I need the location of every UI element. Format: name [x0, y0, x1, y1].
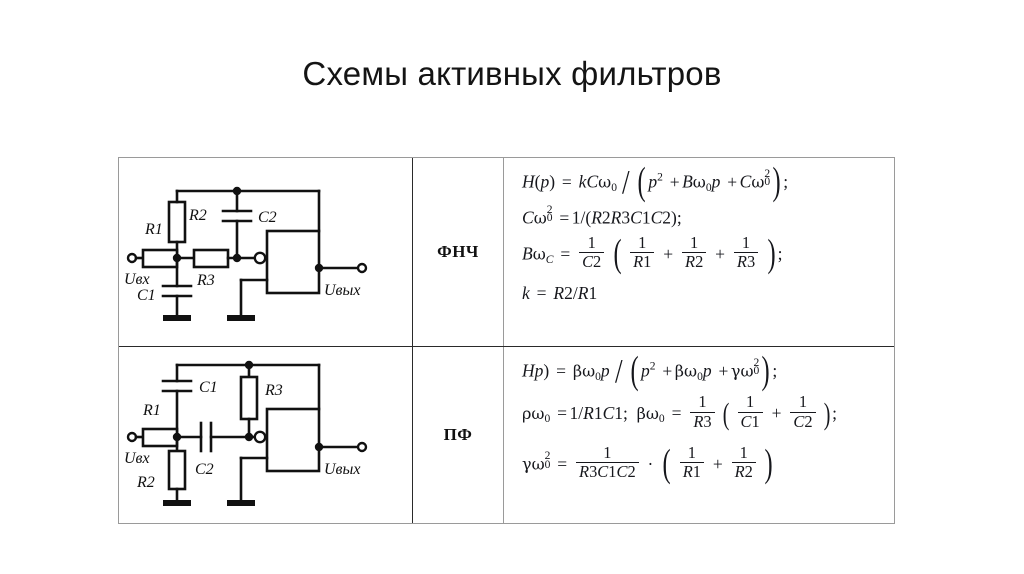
band-pass-filter-circuit: R1 C1 R3 C2 R2 Uвх Uвых [119, 347, 413, 523]
filter-type-cell-lpf: ФНЧ [413, 158, 504, 346]
component-label-r3: R3 [196, 272, 215, 289]
low-pass-filter-circuit: R1 R2 C2 R3 C1 Uвх Uвых [119, 158, 413, 346]
page-title: Схемы активных фильтров [302, 55, 722, 92]
output-terminal-label: Uвых [324, 282, 360, 299]
input-terminal-label: Uвх [124, 450, 150, 467]
component-label-r1: R1 [144, 221, 163, 238]
formula-gain-k: k = R2/R1 [522, 282, 598, 303]
lpf-schematic-drawing: R1 R2 C2 R3 C1 Uвх Uвых [124, 186, 368, 321]
bpf-schematic-drawing: R1 C1 R3 C2 R2 Uвх Uвых [124, 360, 368, 506]
filter-type-label: ПФ [443, 425, 473, 444]
output-terminal-label: Uвых [324, 461, 360, 478]
table-row: R1 C1 R3 C2 R2 Uвх Uвых ПФ Hp) = βω0p / … [119, 346, 894, 523]
table-row: R1 R2 C2 R3 C1 Uвх Uвых ФНЧ H(p) = kCω0 … [119, 158, 894, 346]
component-label-c2: C2 [195, 461, 214, 478]
component-label-r3: R3 [264, 382, 283, 399]
component-label-r2: R2 [188, 207, 207, 224]
filter-type-cell-bpf: ПФ [413, 347, 504, 523]
filter-schematics-table: R1 R2 C2 R3 C1 Uвх Uвых ФНЧ H(p) = kCω0 … [118, 157, 895, 524]
component-label-r1: R1 [142, 402, 161, 419]
input-terminal-label: Uвх [124, 271, 150, 288]
component-label-c1: C1 [137, 287, 156, 304]
filter-type-label: ФНЧ [437, 242, 479, 261]
component-label-c1: C1 [199, 379, 218, 396]
component-label-r2: R2 [136, 474, 155, 491]
component-label-c2: C2 [258, 209, 277, 226]
